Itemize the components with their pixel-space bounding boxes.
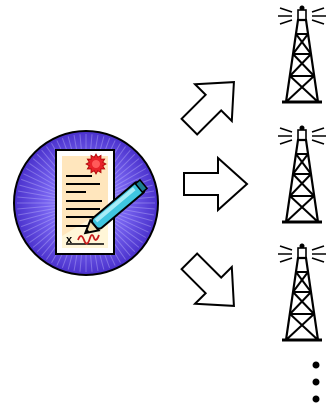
arrow-up-right-icon xyxy=(171,64,252,145)
radio-tower-icon xyxy=(278,126,326,223)
radio-tower-icon xyxy=(278,244,326,341)
arrow-down-right-icon xyxy=(171,243,252,324)
radio-tower-icon xyxy=(278,6,326,103)
document-paper xyxy=(56,150,114,254)
arrow-right-icon xyxy=(184,158,247,210)
signed-document-icon: x xyxy=(14,131,158,275)
vertical-ellipsis-icon xyxy=(313,362,320,403)
signature-mark: x xyxy=(66,234,73,246)
